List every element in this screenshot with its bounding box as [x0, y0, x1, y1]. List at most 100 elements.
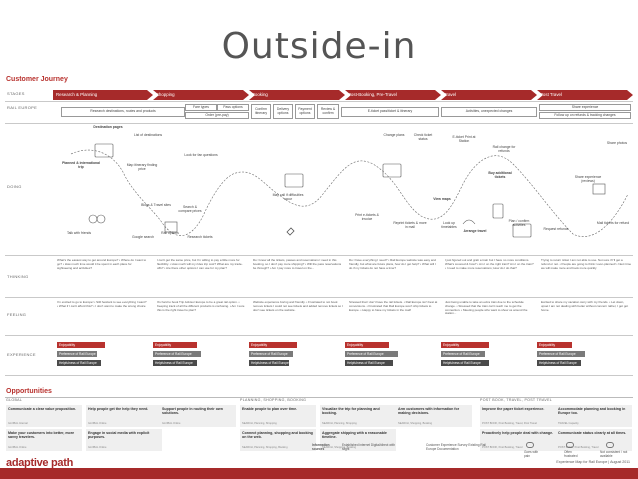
- doing-talk-friends: Talk with friends: [66, 231, 92, 235]
- doing-list-destinations: List of destinations: [133, 133, 163, 137]
- doing-compare-prices: Search & compare prices: [178, 205, 202, 213]
- experience-bar: Preference of Rail Europe: [57, 351, 97, 357]
- laptop-icon: [94, 143, 114, 158]
- legend-key-2-icon: [566, 442, 574, 448]
- opportunity-scope: GLOBAL Online: [88, 422, 107, 425]
- doing-research-tickets: Research tickets: [187, 235, 213, 239]
- opp-head-global: GLOBAL: [6, 398, 23, 402]
- opportunity-title: Communicate status clearly at all times.: [558, 431, 627, 435]
- feeling-booking: Website experience boring and friendly. …: [253, 300, 343, 312]
- opportunity-scope: TRAVEL Capacity: [558, 422, 579, 425]
- opportunity-title: Connect planning, shopping and booking o…: [242, 431, 313, 440]
- experience-bar: Enjoyability: [441, 342, 489, 348]
- stage-post-booking: Post-Booking, Pre-Travel: [345, 90, 441, 100]
- experience-bar: Helpfulness of Rail Europe: [249, 360, 289, 366]
- opportunity-card: Improve the paper ticket experience. POST…: [480, 405, 556, 427]
- rail-review: Review & confirm: [317, 104, 339, 119]
- journey-path-svg: [70, 143, 629, 238]
- opportunity-scope: SEARCH, Shopping, Booking: [322, 446, 357, 449]
- opportunity-title: Communicate a clear value proposition.: [8, 407, 77, 411]
- opportunity-title: Visualize the trip for planning and book…: [322, 407, 380, 416]
- stage-shopping: Shopping: [153, 90, 249, 100]
- feeling-post-booking: Stressed that I don't have the rail tick…: [349, 300, 438, 312]
- telephone-icon: [286, 227, 295, 236]
- experience-bar: Helpfulness of Rail Europe: [57, 360, 101, 366]
- thinking-post-booking: Do I have everything I need? • Rail Euro…: [349, 258, 436, 270]
- experience-bar: Enjoyability: [153, 342, 197, 348]
- experience-bar: Preference of Rail Europe: [537, 351, 585, 357]
- opportunity-scope: POST BOOK, Post Booking, Travel: [482, 446, 523, 449]
- opportunity-scope: SEARCH, Planning, Shopping: [242, 422, 277, 425]
- opportunity-title: Engage in social media with explicit pur…: [88, 431, 150, 440]
- page-title: Outside-in: [221, 26, 417, 67]
- opportunity-scope: SEARCH, Planning, Shopping: [322, 422, 357, 425]
- thinking-travel: I just figured out and grab a train but …: [445, 258, 534, 270]
- feeling-shopping: It's hard to book Trip Advisor Europe to…: [157, 300, 245, 312]
- opportunity-title: Support people in routing their own solu…: [162, 407, 223, 416]
- rail-research: Research destinations, routes and produc…: [61, 107, 185, 117]
- stage-post-travel: Post Travel: [537, 90, 633, 100]
- doing-may-call: May call if difficulties occur: [272, 193, 304, 201]
- opp-head-planning: PLANNING, SHOPPING, BOOKING: [240, 398, 307, 402]
- feeling-travel: Just being unable to take an extra train…: [445, 300, 528, 316]
- rail-delivery: Delivery options: [273, 104, 293, 119]
- people-icon: [88, 214, 98, 224]
- doing-buy-tickets: Buy additional tickets: [488, 171, 512, 179]
- feeling-row: FEELING I'm excited to go to Europe! • S…: [5, 298, 633, 336]
- doing-rail-change: Rail change for refunds: [492, 145, 516, 153]
- opportunity-scope: POST BOOK, Post Booking, Travel, Post Tr…: [482, 422, 537, 425]
- doing-reprint-tickets: Reprint tickets & more in mail: [393, 221, 427, 229]
- doing-blogs: Blogs & Travel sites: [141, 203, 171, 207]
- opportunity-title: Enable people to plan over time.: [242, 407, 298, 411]
- doing-view-maps: View maps: [433, 197, 451, 201]
- row-label-experience: EXPERIENCE: [7, 352, 36, 357]
- legend-key-1-icon: [526, 442, 534, 448]
- opportunity-title: Aggregate shipping with a reasonable tim…: [322, 431, 387, 440]
- web-window-icon-post: [592, 183, 606, 195]
- rail-pass-options: Pass options: [217, 104, 249, 111]
- opportunity-card: Arm customers with information for makin…: [396, 405, 472, 427]
- doing-rail-options: Rail options: [161, 231, 179, 235]
- rail-eticket: E-ticket pass/ticket & itinerary: [341, 107, 439, 117]
- opportunity-card: Visualize the trip for planning and book…: [320, 405, 396, 427]
- legend-key-1: Goes with pain: [524, 450, 539, 459]
- opportunity-card: Aggregate shipping with a reasonable tim…: [320, 429, 396, 451]
- feeling-post-travel: Excited to share my vacation story with …: [541, 300, 629, 312]
- stage-travel: Travel: [441, 90, 537, 100]
- opportunity-title: Improve the paper ticket experience.: [482, 407, 545, 411]
- section-title-journey: Customer Journey: [6, 76, 68, 83]
- experience-bar: Enjoyability: [249, 342, 297, 348]
- doing-change-plans: Change plans: [383, 133, 405, 137]
- thinking-shopping: I can't get the same price, but I'm will…: [157, 258, 243, 270]
- row-label-feeling: FEELING: [7, 312, 27, 317]
- opportunity-title: Accommodate planning and booking in Euro…: [558, 407, 626, 416]
- doing-map-itinerary: Map itinerary finding price: [126, 163, 158, 171]
- doing-body: Destination pages Planned & internationa…: [53, 124, 633, 255]
- rail-follow-up: Follow up on refunds & tracking changes: [539, 112, 631, 119]
- opportunity-card: Accommodate planning and booking in Euro…: [556, 405, 632, 427]
- doing-planned-trip: Planned & international trip: [62, 161, 100, 169]
- opportunity-card: Support people in routing their own solu…: [160, 405, 236, 427]
- experience-bar: Preference of Rail Europe: [153, 351, 201, 357]
- row-label-doing: DOING: [7, 184, 22, 189]
- doing-plan-activities: Plan / confirm activities: [508, 219, 530, 227]
- opportunity-title: Help people get the help they need.: [88, 407, 149, 411]
- phone-icon: [492, 203, 504, 219]
- opportunity-scope: GLOBAL Online: [8, 446, 27, 449]
- stages-body: Research & Planning Shopping Booking Pos…: [53, 88, 633, 101]
- doing-print-station: E-ticket Print at Station: [452, 135, 476, 143]
- experience-bar: Enjoyability: [57, 342, 105, 348]
- row-label-stages: STAGES: [7, 91, 25, 96]
- feeling-research: I'm excited to go to Europe! • Still hes…: [57, 300, 147, 308]
- thinking-research: What's the easiest way to get around Eur…: [57, 258, 147, 270]
- rail-payment: Payment options: [295, 104, 315, 119]
- legend-key-2: Often frustrated: [564, 450, 578, 459]
- doing-fan-questions: Look for fan questions: [184, 153, 218, 157]
- section-title-opportunities: Opportunities: [6, 388, 52, 395]
- experience-bar: Preference of Rail Europe: [345, 351, 398, 357]
- experience-bar: Enjoyability: [537, 342, 572, 348]
- laptop-icon-post: [382, 163, 402, 178]
- doing-share-photos: Share photos: [606, 141, 628, 145]
- row-label-thinking: THINKING: [7, 274, 29, 279]
- experience-bar: Helpfulness of Rail Europe: [345, 360, 393, 366]
